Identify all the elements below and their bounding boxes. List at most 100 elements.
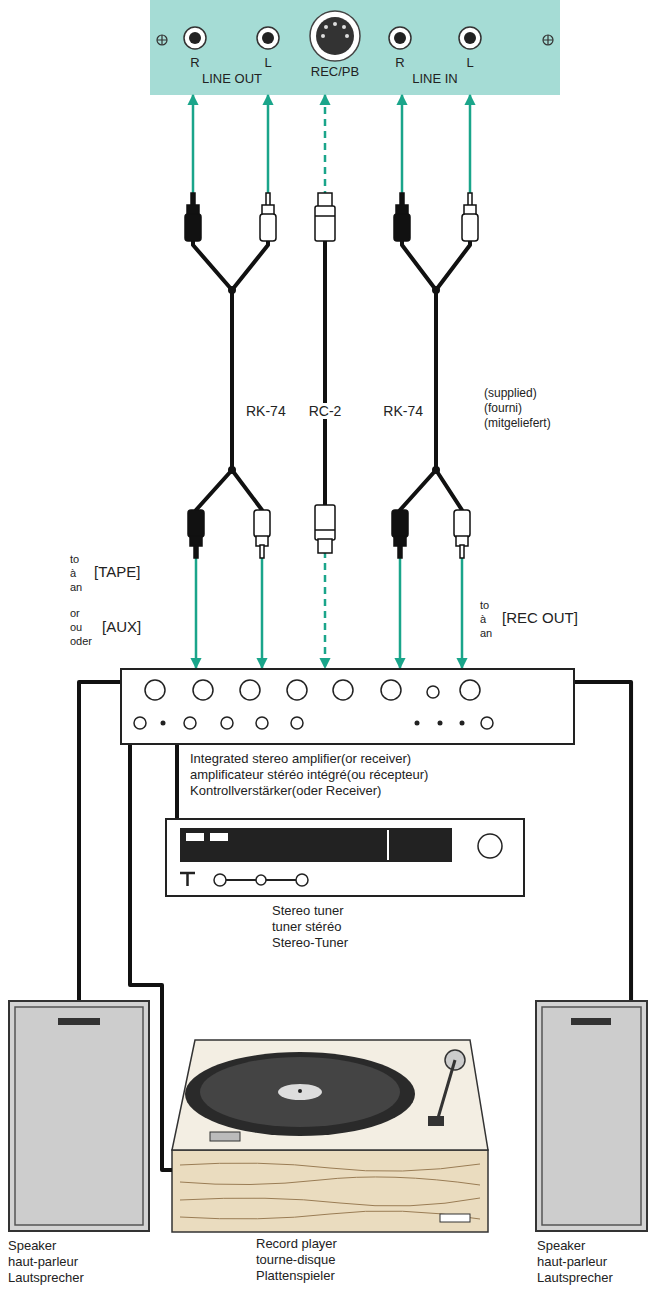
din-socket (321, 34, 325, 38)
deck-panel (157, 35, 167, 45)
amplifier-panel (221, 717, 233, 729)
device-caption: Record player (256, 1236, 337, 1252)
amplifier-box: Integrated stereo amplifier(or receiver)… (120, 668, 575, 745)
connection-note: an (68, 580, 84, 594)
record-player-illustration (428, 1116, 444, 1126)
din-plug (315, 529, 335, 531)
amplifier-panel (381, 680, 401, 700)
rca-jack (184, 27, 206, 49)
amplifier-panel (427, 686, 439, 698)
speaker-cabinet (535, 1000, 648, 1232)
record-player-illustration (200, 1057, 400, 1127)
record-player-illustration (440, 1214, 470, 1222)
rca-plug (194, 545, 198, 558)
cable-junction (432, 466, 440, 474)
amplifier-panel (240, 680, 260, 700)
deck-panel (150, 0, 560, 95)
tuner-panel (165, 818, 525, 897)
deck-jack-panel: RLLINE OUTREC/PBRLLINE IN (150, 0, 560, 95)
amplifier-panel (287, 680, 307, 700)
cable-name: RK-74 (243, 403, 289, 419)
amplifier-panel (193, 680, 213, 700)
cable-wire (232, 240, 268, 512)
amplifier-panel (184, 717, 196, 729)
tuner-box: Stereo tunertuner stéréoStereo-Tuner (165, 818, 525, 897)
record-player-illustration (438, 1060, 455, 1118)
rca-jack (464, 32, 476, 44)
amplifier-panel (161, 721, 166, 726)
din-plug (315, 505, 335, 540)
jack-label: L (264, 56, 271, 70)
device-caption: Lautsprecher (537, 1270, 613, 1286)
tuner-panel (180, 873, 195, 886)
rca-plug (260, 545, 264, 558)
record-player-illustration (172, 1040, 488, 1232)
tuner-panel (210, 833, 228, 841)
din-socket (310, 11, 360, 61)
rca-jack (262, 32, 274, 44)
connection-note: oder (68, 634, 94, 648)
speaker-box: Speakerhaut-parleurLautsprecher (535, 1000, 648, 1232)
cable-wire (436, 240, 470, 512)
device-caption: Integrated stereo amplifier(or receiver) (190, 751, 428, 767)
speaker-cabinet (571, 1018, 611, 1025)
caption-block: Speakerhaut-parleurLautsprecher (537, 1238, 613, 1286)
rca-plug (392, 510, 408, 537)
cable-wire (323, 240, 327, 505)
amplifier-panel (145, 680, 165, 700)
signal-arrow (193, 95, 232, 668)
record-player-illustration (172, 1040, 488, 1150)
connection-note: ou (68, 620, 84, 634)
tuner-panel (186, 833, 204, 841)
cable-junction (432, 286, 440, 294)
jack-label: REC/PB (311, 65, 359, 79)
device-caption: Lautsprecher (8, 1270, 84, 1286)
rca-plug (400, 193, 404, 206)
cable-wire (193, 240, 470, 512)
connection-note: (fourni) (482, 401, 524, 416)
record-player-illustration (185, 1052, 415, 1136)
record-player-illustration (180, 1211, 480, 1219)
device-caption: haut-parleur (537, 1254, 613, 1270)
record-player-illustration (172, 1150, 488, 1232)
rca-jack (459, 27, 481, 49)
speaker-box: Speakerhaut-parleurLautsprecher (8, 1000, 150, 1232)
din-socket (316, 17, 354, 55)
record-player-illustration (210, 1132, 240, 1141)
device-caption: Stereo tuner (272, 903, 348, 919)
cable-wire (400, 240, 436, 512)
tuner-panel (478, 834, 502, 858)
deck-panel (157, 35, 167, 45)
din-socket (310, 11, 360, 61)
amplifier-panel (438, 721, 443, 726)
connection-note: à (478, 612, 488, 626)
din-socket (342, 25, 346, 29)
rca-jack (189, 32, 201, 44)
cable-name: RK-74 (380, 403, 426, 419)
tuner-panel (256, 875, 266, 885)
caption-block: Integrated stereo amplifier(or receiver)… (190, 751, 428, 799)
amplifier-panel (460, 721, 465, 726)
din-plug (318, 539, 332, 553)
rca-plug (460, 545, 464, 558)
amplifier-panel (120, 668, 575, 745)
cable-junction (228, 286, 236, 294)
rca-plug (254, 510, 270, 537)
speaker-cabinet (8, 1000, 150, 1232)
signal-arrow (400, 95, 436, 668)
din-socket (333, 22, 337, 26)
amplifier-panel (291, 717, 303, 729)
rca-plug (185, 193, 478, 558)
signal-arrow (436, 95, 470, 668)
amplifier-panel (134, 717, 146, 729)
connection-note: an (478, 626, 494, 640)
speaker-cabinet (58, 1018, 100, 1025)
input-name: [REC OUT] (500, 609, 580, 627)
deck-panel (543, 35, 553, 45)
speaker-wire (79, 682, 120, 1000)
record-player-illustration (180, 1163, 480, 1171)
jack-label: L (466, 56, 473, 70)
tuner-panel (387, 830, 389, 860)
